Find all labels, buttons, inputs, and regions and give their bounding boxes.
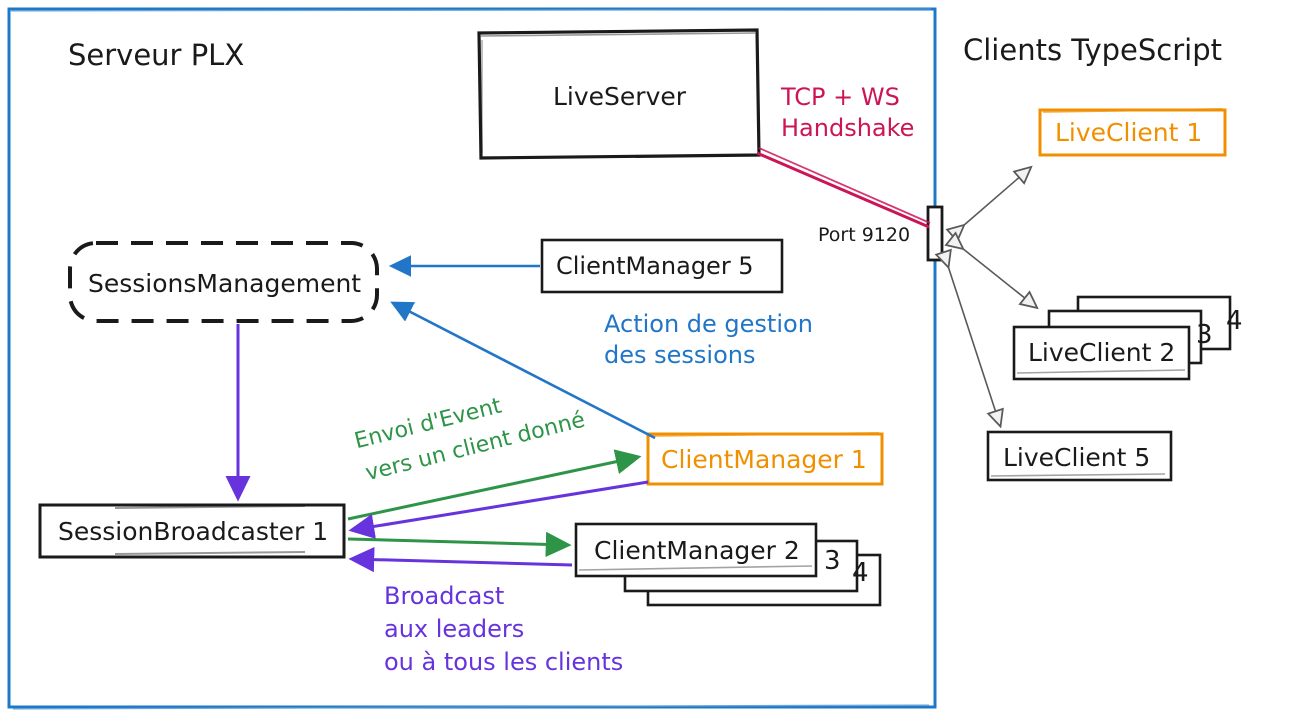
client-manager-5-box[interactable] bbox=[540, 238, 784, 294]
client-manager-1-box[interactable] bbox=[646, 432, 884, 486]
client-manager-4-label: 4 bbox=[852, 558, 869, 588]
live-client-3-label: 3 bbox=[1196, 320, 1213, 350]
session-action-annotation-line2: des sessions bbox=[604, 341, 756, 369]
live-client-1-label: LiveClient 1 bbox=[1055, 118, 1203, 147]
broadcast-annotation-line1: Broadcast bbox=[384, 582, 505, 610]
live-client-5-label: LiveClient 5 bbox=[1003, 443, 1151, 472]
live-client-1-box[interactable] bbox=[1038, 108, 1227, 157]
broadcast-annotation-line2: aux leaders bbox=[384, 615, 525, 643]
client-manager-1-label: ClientManager 1 bbox=[661, 445, 867, 474]
port-client-arrows bbox=[948, 168, 1036, 425]
live-client-5-box[interactable] bbox=[986, 430, 1173, 482]
session-broadcaster-box[interactable] bbox=[38, 503, 346, 559]
client-manager-2-label: ClientManager 2 bbox=[594, 536, 800, 565]
client-manager-3-label: 3 bbox=[824, 546, 841, 576]
event-arrow-cm1 bbox=[347, 449, 642, 521]
server-zone-title: Serveur PLX bbox=[68, 38, 245, 72]
handshake-annotation-line2: Handshake bbox=[781, 114, 915, 142]
port-connector[interactable] bbox=[926, 205, 944, 262]
client-manager-5-label: ClientManager 5 bbox=[556, 252, 754, 280]
broadcast-arrow-cm2 bbox=[348, 547, 573, 573]
event-arrow-cm2 bbox=[347, 531, 572, 557]
session-action-annotation-line1: Action de gestion bbox=[604, 310, 813, 338]
handshake-annotation-line1: TCP + WS bbox=[781, 83, 900, 111]
session-action-arrows bbox=[388, 255, 656, 440]
sessions-management-label: SessionsManagement bbox=[88, 269, 362, 298]
broadcast-arrow-cm1 bbox=[348, 480, 649, 539]
client-manager-stack[interactable] bbox=[574, 522, 882, 607]
live-client-4-label: 4 bbox=[1226, 306, 1243, 336]
live-client-stack[interactable] bbox=[1012, 295, 1232, 381]
live-client-2-label: LiveClient 2 bbox=[1028, 338, 1176, 367]
sessions-management-box[interactable] bbox=[68, 241, 379, 323]
clients-zone-title: Clients TypeScript bbox=[963, 33, 1223, 67]
live-server-label: LiveServer bbox=[553, 82, 687, 111]
broadcast-annotation-line3: ou à tous les clients bbox=[384, 648, 624, 676]
session-broadcaster-label: SessionBroadcaster 1 bbox=[58, 517, 329, 546]
handshake-connection bbox=[756, 147, 931, 229]
port-label: Port 9120 bbox=[818, 224, 911, 246]
